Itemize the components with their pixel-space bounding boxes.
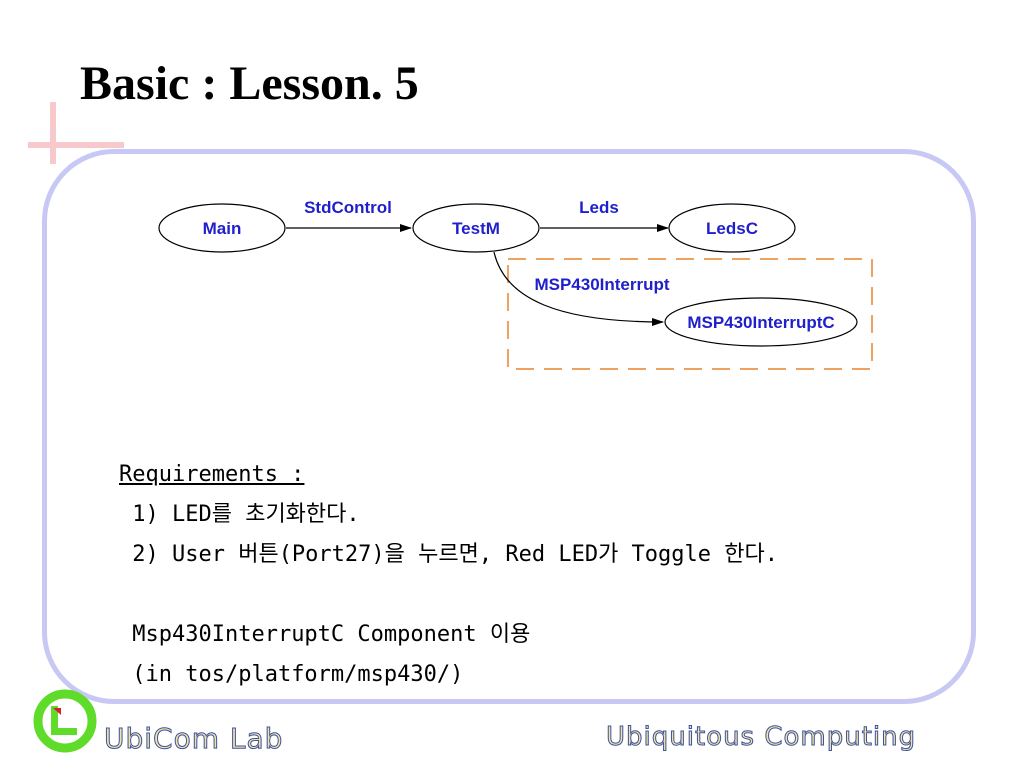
node-main-label: Main bbox=[203, 219, 242, 238]
node-msp430interruptc-label: MSP430InterruptC bbox=[687, 313, 834, 332]
slide-title: Basic : Lesson. 5 bbox=[80, 57, 419, 110]
edge-testm-to-msp430interruptc bbox=[493, 251, 664, 326]
decorative-cross-horizontal bbox=[28, 142, 124, 148]
node-testm-label: TestM bbox=[452, 219, 500, 238]
node-msp430interruptc bbox=[664, 297, 858, 347]
ubicom-logo-icon bbox=[33, 689, 97, 753]
node-main bbox=[158, 203, 286, 253]
edge-msp430interrupt-label: MSP430Interrupt bbox=[534, 275, 669, 294]
requirements-block: Requirements : 1) LED를 초기화한다. 2) User 버튼… bbox=[119, 455, 778, 695]
node-testm bbox=[412, 203, 540, 253]
requirements-heading: Requirements : bbox=[119, 462, 305, 487]
footer-topic: Ubiquitous Computing bbox=[605, 722, 917, 753]
node-ledsc bbox=[668, 203, 796, 253]
decorative-cross-vertical bbox=[50, 102, 56, 164]
edge-leds-label: Leds bbox=[579, 198, 619, 217]
requirement-note-path: (in tos/platform/msp430/) bbox=[132, 662, 464, 687]
requirement-item-1: 1) LED를 초기화한다. bbox=[132, 502, 360, 527]
content-panel bbox=[42, 149, 976, 704]
footer-lab-name: UbiCom Lab bbox=[103, 722, 284, 756]
dashed-highlight-box bbox=[507, 258, 873, 370]
edge-stdcontrol-label: StdControl bbox=[304, 198, 392, 217]
requirement-note-component: Msp430InterruptC Component 이용 bbox=[132, 622, 531, 647]
requirement-item-2: 2) User 버튼(Port27)을 누르면, Red LED가 Toggle… bbox=[132, 542, 778, 567]
node-ledsc-label: LedsC bbox=[706, 219, 758, 238]
